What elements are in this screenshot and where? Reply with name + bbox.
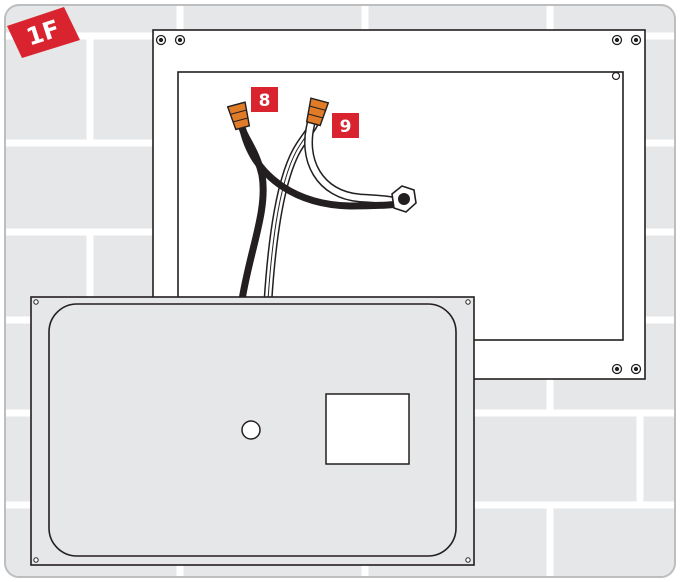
wires (238, 113, 405, 305)
indicator-hole-icon (241, 420, 261, 440)
callout-9-label: 9 (340, 117, 352, 137)
wall-frame (4, 4, 676, 578)
wire-nut-icon (226, 101, 251, 131)
panel-hole-icon (611, 71, 621, 81)
cover-plate (30, 296, 475, 566)
wire-nut-icon (305, 97, 330, 127)
callout-8-label: 8 (259, 91, 271, 111)
callout-8: 8 (251, 87, 278, 112)
conduit-connector-icon (391, 185, 417, 213)
screw-icon (155, 34, 642, 375)
callout-9: 9 (332, 113, 359, 138)
mounting-panel (152, 29, 646, 380)
display-window (325, 393, 410, 465)
screw-icon (33, 299, 471, 563)
step-1f-badge-icon: 1F (7, 7, 80, 58)
black-wire-2 (239, 126, 404, 210)
white-wire-2 (305, 117, 403, 206)
